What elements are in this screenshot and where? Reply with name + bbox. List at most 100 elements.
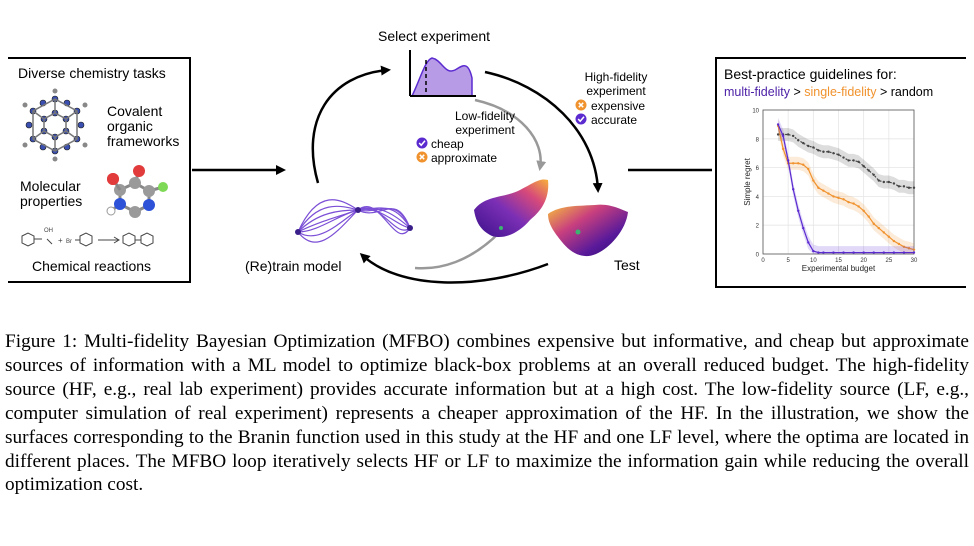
lf-pro-cheap: cheap xyxy=(431,137,464,151)
lf-surface xyxy=(474,179,549,238)
right-bracket xyxy=(715,57,966,288)
series-point xyxy=(802,141,805,145)
series-point xyxy=(892,239,896,243)
series-point xyxy=(807,241,810,244)
chemical-reactions-label: Chemical reactions xyxy=(32,258,152,274)
figure-caption: Figure 1: Multi-fidelity Bayesian Optimi… xyxy=(5,330,969,497)
x-tick-label: 15 xyxy=(835,258,842,264)
molecular-properties-label: Molecular properties xyxy=(20,178,83,209)
series-point xyxy=(812,179,815,182)
left-panel-title: Diverse chemistry tasks xyxy=(18,65,166,81)
series-point xyxy=(822,150,825,153)
lf-cross-icon xyxy=(416,151,428,163)
series-point xyxy=(786,159,790,162)
series-point xyxy=(786,133,790,136)
series-point xyxy=(892,182,896,185)
series-point xyxy=(802,226,805,230)
retrain-model-label: (Re)train model xyxy=(245,258,342,274)
series-point xyxy=(857,205,860,208)
series-point xyxy=(872,251,875,254)
series-point xyxy=(792,134,795,138)
series-point xyxy=(837,153,840,156)
x-axis-label: Experimental budget xyxy=(802,264,876,273)
hf-pro-accurate: accurate xyxy=(591,113,638,127)
hf-check-icon xyxy=(575,113,587,125)
cof-label: Covalent organic frameworks xyxy=(107,103,180,149)
series-point xyxy=(872,222,875,225)
lf-con-approximate: approximate xyxy=(431,151,498,165)
guidelines-ranking: multi-fidelity > single-fidelity > rando… xyxy=(724,85,934,99)
series-point xyxy=(802,163,805,166)
reaction-oh-label: OH xyxy=(44,228,53,234)
arrow-select-to-lf xyxy=(474,98,547,171)
series-point xyxy=(862,209,865,212)
y-tick-label: 2 xyxy=(756,224,760,230)
series-point xyxy=(912,248,916,251)
series-point xyxy=(781,134,785,138)
series-point xyxy=(781,147,785,151)
series-point xyxy=(842,198,845,201)
legend-multi-fidelity: multi-fidelity xyxy=(724,85,790,99)
x-tick-label: 10 xyxy=(810,258,817,264)
series-point xyxy=(847,200,850,204)
hf-optimum-marker xyxy=(575,229,581,235)
series-point xyxy=(797,162,800,165)
gp-model-plot xyxy=(295,199,413,243)
chart-frame xyxy=(762,109,915,255)
series-band xyxy=(778,119,914,254)
hf-con-expensive: expensive xyxy=(591,99,646,113)
lf-title: Low-fidelity experiment xyxy=(454,109,516,137)
series-point xyxy=(792,188,795,191)
x-tick-label: 30 xyxy=(911,258,918,264)
series-line xyxy=(777,125,915,251)
series-point xyxy=(902,185,906,188)
series-point xyxy=(827,192,830,195)
y-tick-label: 10 xyxy=(752,109,759,115)
svg-text:+: + xyxy=(58,236,63,245)
series-point xyxy=(867,169,870,172)
series-point xyxy=(812,146,815,149)
series-point xyxy=(832,195,835,198)
hf-surface xyxy=(548,204,628,257)
series-point xyxy=(862,164,865,168)
series-point xyxy=(832,251,835,254)
series-point xyxy=(812,249,815,253)
lf-optimum-marker xyxy=(499,226,503,230)
select-experiment-label: Select experiment xyxy=(378,28,491,44)
series-line xyxy=(778,133,914,189)
series-point xyxy=(862,251,865,254)
series-point xyxy=(822,189,825,192)
y-tick-label: 6 xyxy=(756,166,760,172)
series-point xyxy=(902,245,906,248)
arrow-model-to-select xyxy=(311,65,391,184)
series-point xyxy=(807,167,810,171)
arrow-test-to-model xyxy=(359,252,549,284)
series-point xyxy=(817,251,820,254)
hf-cross-icon xyxy=(575,99,587,111)
arrow-select-to-hf xyxy=(484,70,603,193)
hf-title: High-fidelity experiment xyxy=(584,70,648,98)
series-point xyxy=(792,162,795,165)
test-label: Test xyxy=(614,257,640,273)
y-tick-label: 4 xyxy=(756,195,760,201)
series-point xyxy=(907,186,911,189)
series-point xyxy=(882,231,885,234)
series-point xyxy=(887,235,891,238)
series-point xyxy=(882,180,885,184)
series-point xyxy=(817,186,820,189)
y-axis-label: Simple regret xyxy=(743,157,752,205)
lf-check-icon xyxy=(416,137,428,149)
series-point xyxy=(897,185,901,188)
series-point xyxy=(897,242,901,246)
series-point xyxy=(827,150,830,153)
caption-text: Multi-fidelity Bayesian Optimization (MF… xyxy=(5,331,969,496)
series-band xyxy=(778,128,914,195)
series-point xyxy=(902,251,906,254)
series-point xyxy=(817,149,820,152)
x-tick-label: 5 xyxy=(786,258,790,264)
series-point xyxy=(867,215,870,218)
figure-1: OH + Br xyxy=(8,28,966,288)
series-point xyxy=(852,159,855,162)
series-point xyxy=(842,156,845,159)
